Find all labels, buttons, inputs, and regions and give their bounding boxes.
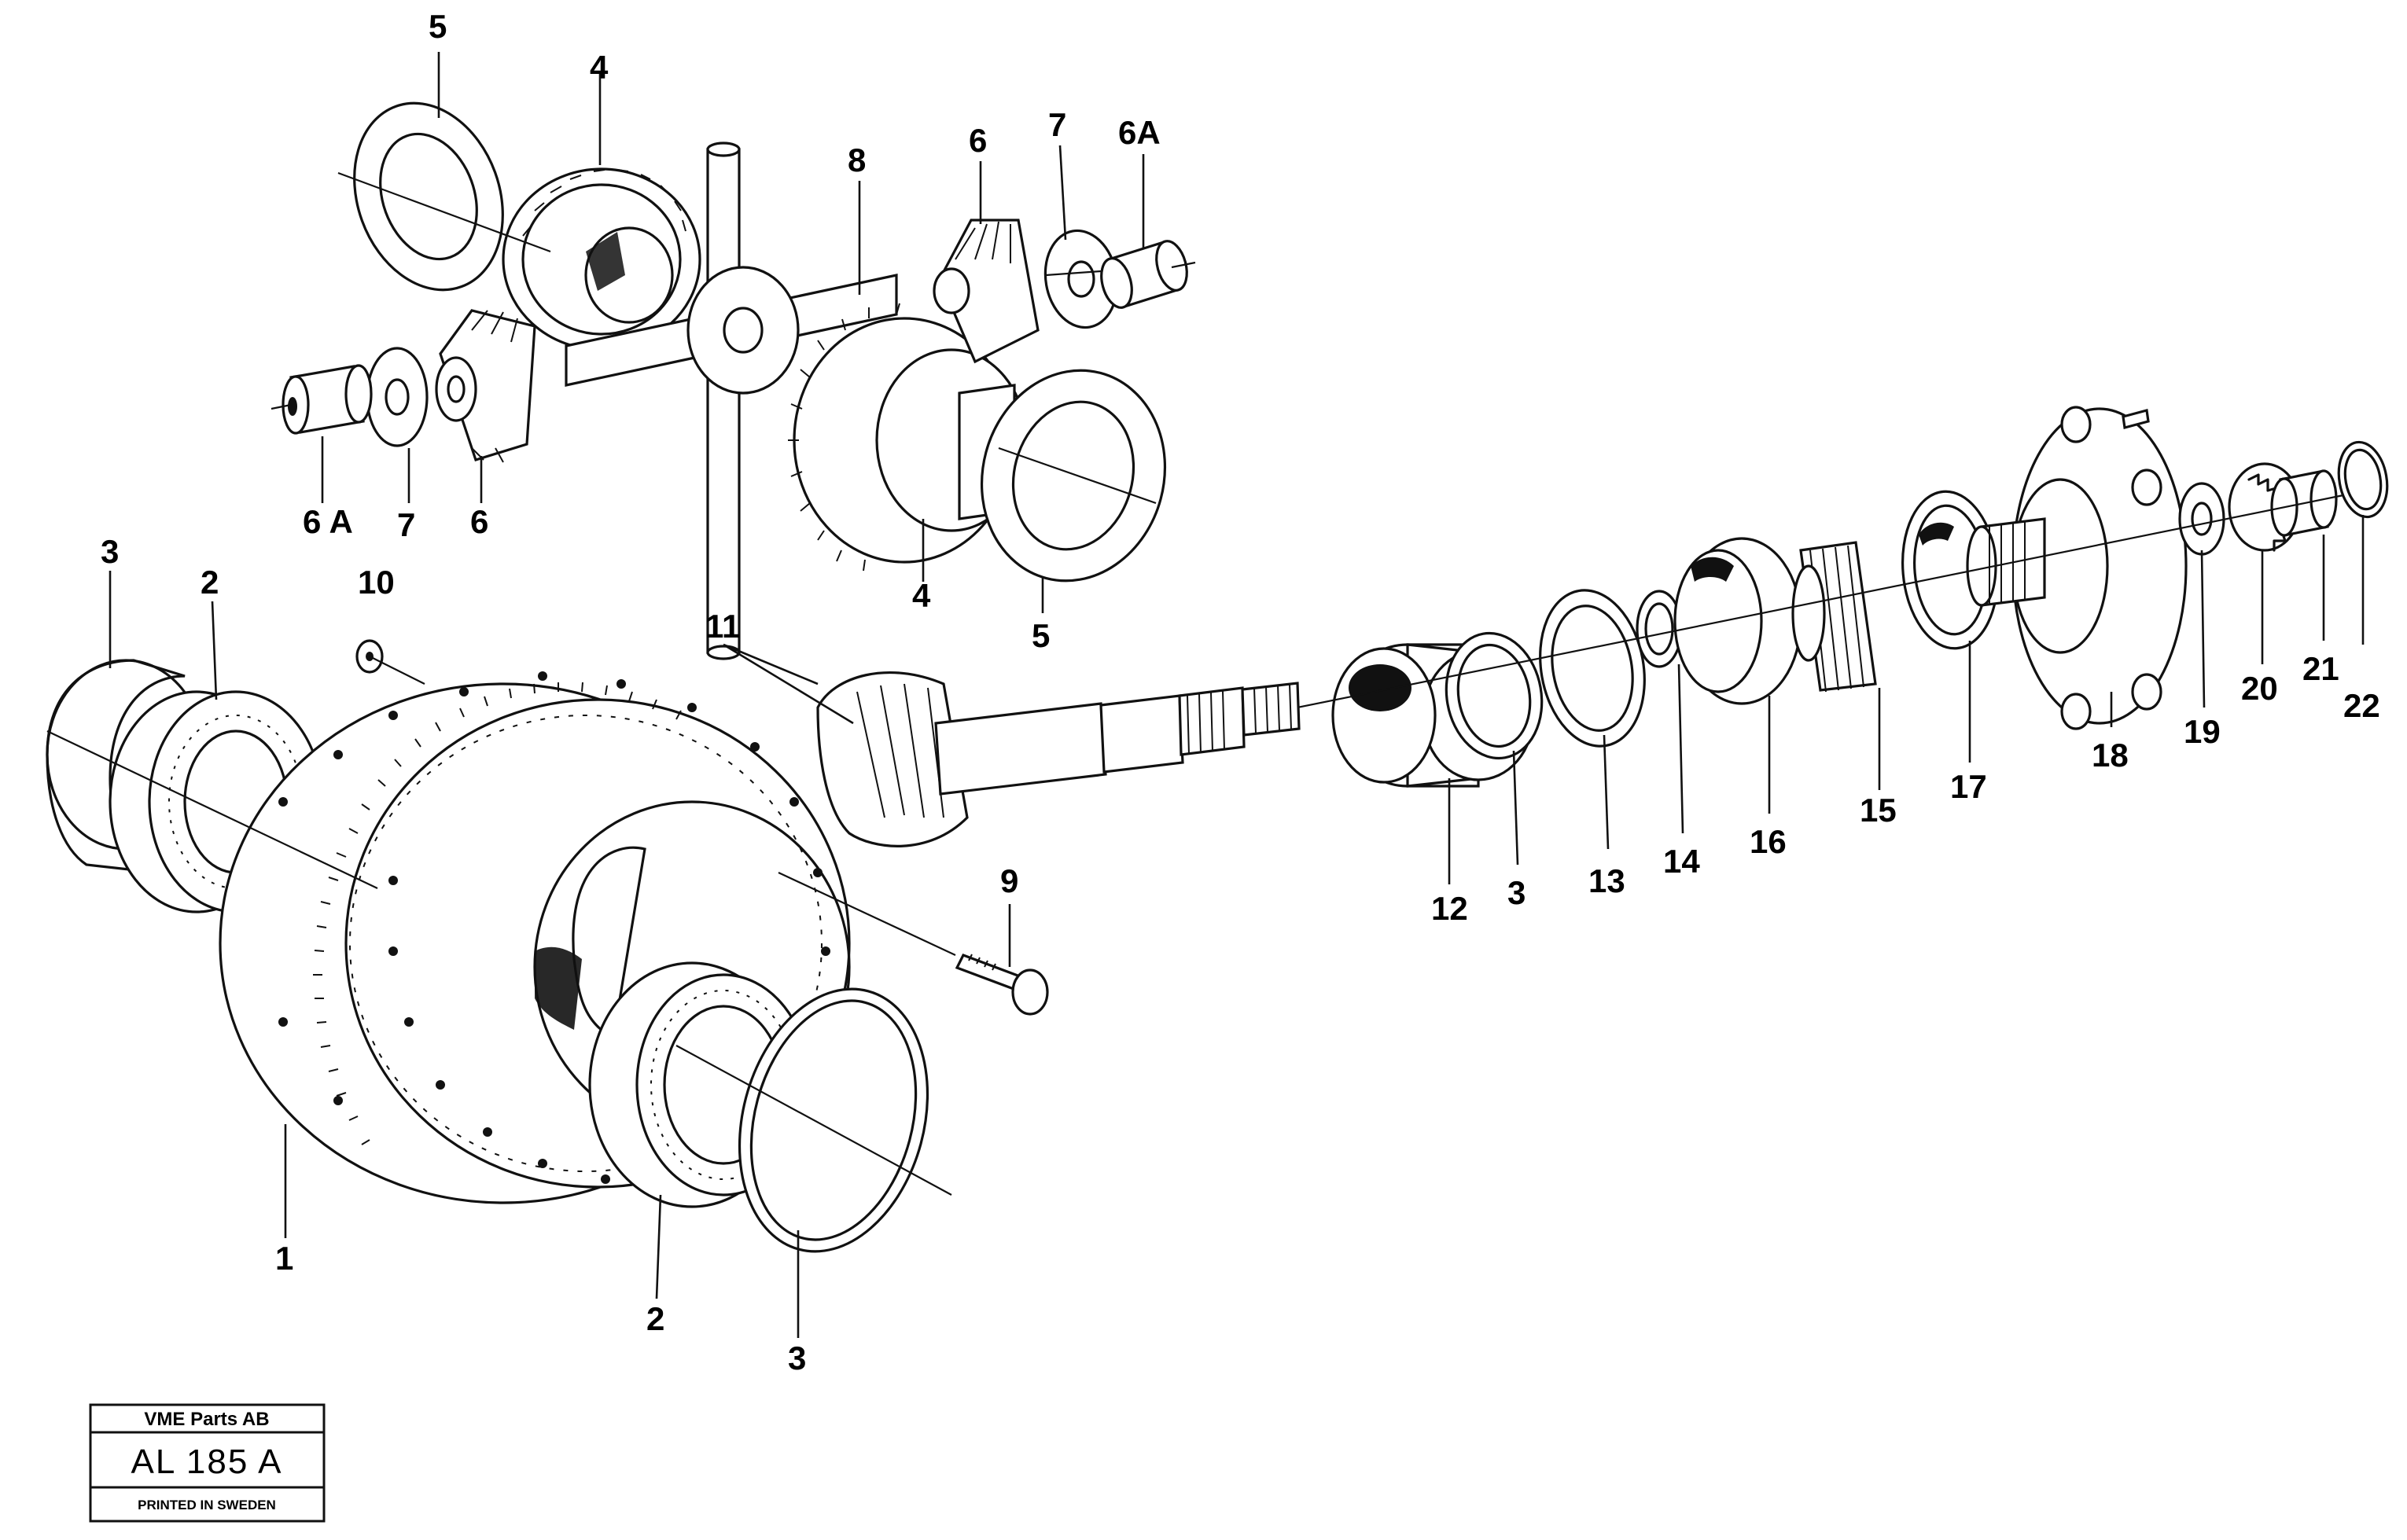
callout-21: 21: [2302, 650, 2339, 687]
callout-2-top: 2: [201, 564, 219, 601]
pinion-shaft-group: [816, 406, 2389, 847]
spider-cross-8: [565, 142, 898, 660]
callout-6a-left: 6 A: [303, 503, 353, 540]
bearing-cone-15: [1791, 541, 1877, 693]
callout-20: 20: [2241, 670, 2278, 707]
callout-7-left: 7: [397, 506, 415, 543]
title-block-code: AL 185 A: [131, 1443, 283, 1481]
callout-19: 19: [2184, 713, 2221, 750]
ring-gear-group: [46, 639, 1049, 1253]
callout-5-bottom: 5: [1032, 617, 1050, 654]
callout-13: 13: [1588, 862, 1625, 899]
callout-8: 8: [848, 142, 866, 178]
pinion-gear-6-left: [435, 309, 536, 463]
callout-10: 10: [358, 564, 395, 601]
bushing-6a-right: [1100, 240, 1188, 309]
callout-3-left: 3: [101, 533, 119, 570]
washer-7-left: [366, 347, 429, 447]
callout-6-right: 6: [969, 122, 987, 159]
callout-4-top: 4: [590, 49, 609, 86]
callout-2-bottom: 2: [646, 1300, 664, 1337]
callout-6a-right: 6A: [1118, 114, 1161, 151]
side-gear-4-top: [502, 167, 701, 351]
callout-6-left: 6: [470, 503, 488, 540]
callout-22: 22: [2343, 687, 2380, 724]
callout-9: 9: [1000, 862, 1018, 899]
leader-lines: [109, 52, 2365, 1338]
bearing-race-3-shaft: [1445, 631, 1544, 760]
title-block-printed: PRINTED IN SWEDEN: [138, 1498, 276, 1512]
washer-19: [2178, 482, 2225, 556]
pinion-gear-6-right: [933, 219, 1040, 364]
thrust-washer-5-bottom: [980, 369, 1167, 583]
callout-16: 16: [1750, 823, 1787, 860]
ring-13: [1539, 589, 1646, 748]
callout-3-shaft: 3: [1507, 874, 1526, 911]
callout-1: 1: [275, 1240, 293, 1277]
snap-ring-22: [2337, 440, 2389, 519]
callout-15: 15: [1860, 792, 1897, 829]
title-block: VME Parts AB AL 185 A PRINTED IN SWEDEN: [89, 1403, 326, 1523]
differential-group: [271, 101, 1196, 660]
bearing-cup-16: [1673, 537, 1802, 705]
callout-12: 12: [1431, 890, 1468, 927]
callout-18: 18: [2092, 737, 2129, 774]
flange-hub-18: [1966, 406, 2188, 730]
callout-4-bottom: 4: [912, 577, 931, 614]
callout-7-right: 7: [1048, 106, 1066, 143]
callout-5-top: 5: [429, 8, 447, 45]
callout-14: 14: [1663, 843, 1700, 880]
bolt-9: [955, 953, 1049, 1016]
pinion-shaft-11: [816, 671, 1301, 847]
thrust-washer-5-top: [353, 101, 504, 292]
callout-3-bottom: 3: [788, 1340, 806, 1376]
callout-17: 17: [1950, 768, 1987, 805]
bushing-6a-left: [282, 364, 373, 435]
callout-labels: 5 4 8 6 7 6A 6 A 7 6 4 5 3 2 10 11 9 1 2…: [101, 8, 2380, 1376]
callout-11: 11: [705, 608, 740, 645]
title-block-company: VME Parts AB: [144, 1409, 269, 1430]
